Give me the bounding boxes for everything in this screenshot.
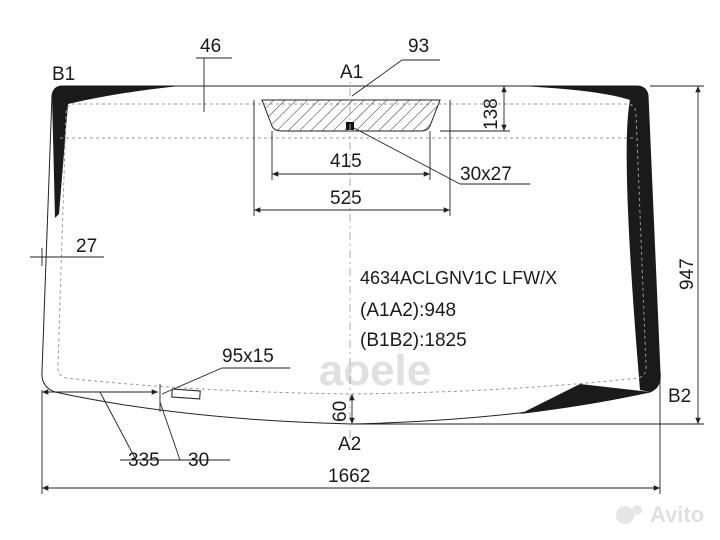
dim-95x15: 95x15 (222, 346, 274, 367)
dim-525: 525 (330, 188, 362, 209)
dim-27: 27 (76, 236, 97, 257)
sensor-zone (261, 99, 441, 132)
label-b1: B1 (52, 64, 75, 85)
dim-93: 93 (408, 36, 429, 57)
dim-335-leader (99, 391, 137, 461)
part-code: 4634ACLGNV1C LFW/X (360, 268, 557, 288)
label-a2: A2 (338, 434, 361, 455)
dim-30x27: 30x27 (460, 164, 512, 185)
inner-border (57, 103, 647, 395)
watermark-corner-text: Avito (650, 502, 704, 527)
label-b2: B2 (668, 386, 691, 407)
dim-30x27-leader (353, 127, 461, 185)
dim-1662: 1662 (328, 466, 370, 487)
label-a1: A1 (340, 62, 363, 83)
dim-30: 30 (188, 450, 209, 471)
dim-46: 46 (200, 36, 221, 57)
vin-window (171, 388, 201, 400)
watermark-corner: Avito (616, 502, 704, 527)
dim-93-leader (351, 59, 403, 97)
dim-415: 415 (330, 151, 362, 172)
watermark-center-text: аоеle (319, 346, 432, 395)
spec-b1b2: (B1B2):1825 (360, 330, 467, 351)
dim-138: 138 (481, 98, 502, 130)
frit-bottom-right (520, 384, 650, 414)
dim-947: 947 (677, 258, 698, 290)
watermark-center: аоеle (319, 346, 432, 395)
spec-a1a2: (A1A2):948 (360, 300, 456, 321)
dim-30-leader (159, 401, 181, 461)
frit-right-top (520, 86, 661, 392)
dim-335: 335 (128, 450, 160, 471)
dim-60: 60 (330, 401, 351, 422)
frit-left-top (52, 86, 180, 218)
